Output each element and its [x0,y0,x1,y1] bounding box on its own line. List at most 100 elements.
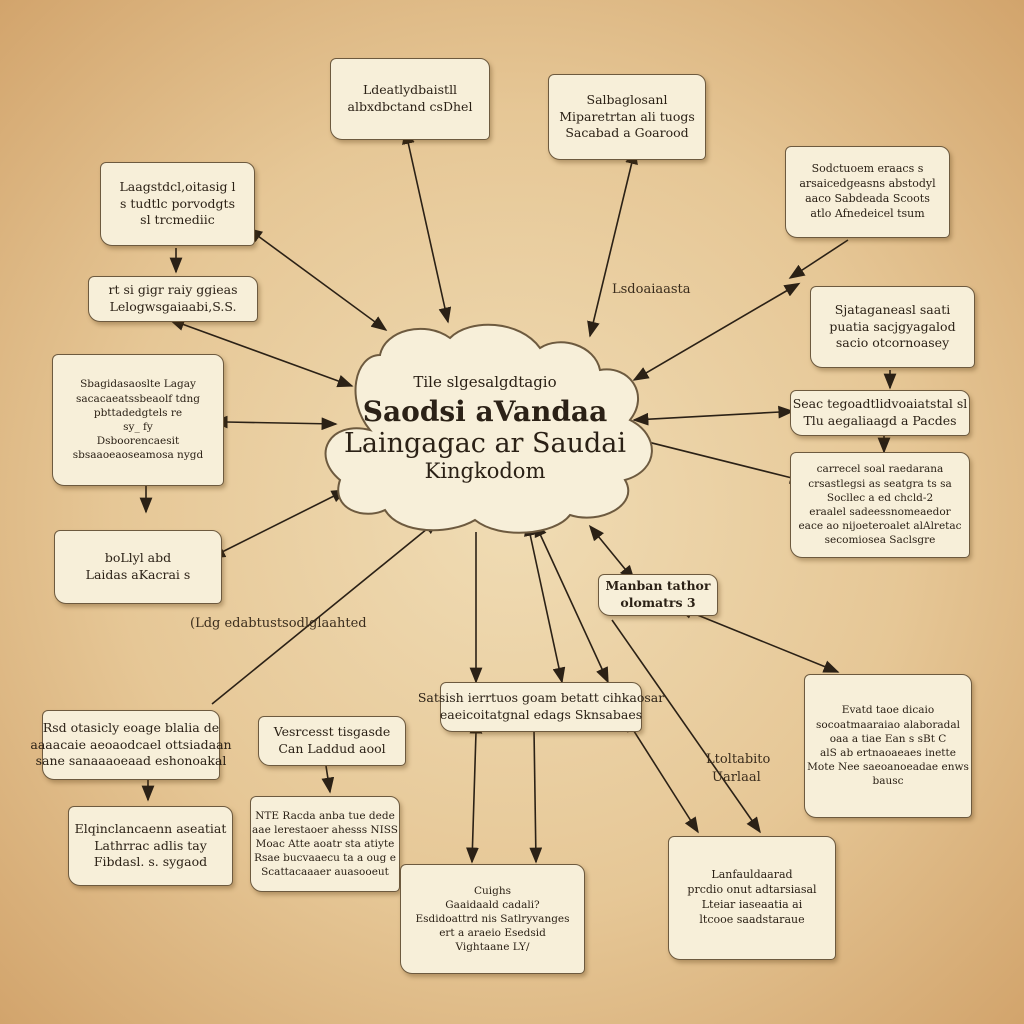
node-text-line: Vesrcesst tisgasde [273,724,391,740]
node-text-line: Sodctuoem eraacs s [811,162,924,176]
central-topic: Tile slgesalgdtagio Saodsi aVandaa Laing… [320,328,650,528]
node-text-line: eaeicoitatgnal edags Sknsabaes [439,707,643,722]
node-text-line: Rsd otasicly eoage blalia de [42,719,220,735]
node-text-line: Scattacaaaer auasooeut [261,866,389,879]
central-title-line-1: Saodsi aVandaa [362,395,608,428]
node-text-line: atlo Afnedeicel tsum [810,206,925,220]
node-text-line: rt si gigr raiy ggieas [108,282,238,298]
connector-arrow [788,239,849,279]
node-text-line: Ldeatlydbaistll [362,82,458,98]
node-text-line: Moac Atte aoatr sta atiyte [255,837,395,850]
connector-arrow [527,715,543,864]
node-text-line: Gaaidaald cadali? [445,898,540,911]
node-text-line: oaa a tiae Ean s sBt C [829,732,947,745]
node-text-line: ert a araeio Esedsid [439,927,546,940]
connector-arrow [209,489,348,559]
node-text-line: crsastlegsi as seatgra ts sa [808,477,952,490]
node-text-line: bausc [872,775,904,788]
floating-label: Ltoltabito [706,752,771,767]
central-cloud [324,323,653,534]
connector-arrow [676,606,840,673]
node-text-line: Evatd taoe dicaio [841,704,935,717]
node-text-line: Mote Nee saeoanoeadae enws [807,761,969,774]
node-text-line: Satsish ierrtuos goam betatt cihkaosar [417,690,665,706]
node-text-line: aaco Sabdeada Scoots [805,192,930,205]
node-text-line: Sacabad a Goarood [565,125,689,141]
connector-arrow [321,765,335,794]
floating-label: Lsdoaiaasta [612,282,691,297]
connector-arrow [587,148,638,338]
connector-arrow [466,717,483,864]
node-text-line: Lteiar iaseaatia ai [701,898,803,911]
connector-arrow [632,405,795,426]
node-text-line: Laagstdcl,oitasig l [119,178,236,194]
node-text-line: Elqinclancaenn aseatiat [74,820,227,836]
node-text-line: Tlu aegaliaagd a Pacdes [803,413,957,428]
node-text-line: Miparetrtan ali tuogs [559,108,695,124]
node-text-line: Fibdasl. s. sygaod [93,854,208,870]
connector-arrow [632,282,801,381]
node-text-line: aaaacaie aeoaodcael ottsiadaan [30,736,232,752]
node-text-line: puatia sacjgyagalod [829,318,956,334]
node-text-line: Esdidoattrd nis Satlryvanges [415,912,570,925]
node-text-line: secomiosea Saclsgre [824,534,936,547]
node-text-line: sacio otcornoasey [835,335,950,351]
node-text-line: socoatmaaraiao alaboradal [816,718,960,731]
node-text-line: sbsaaoeaoseamosa nygd [72,449,204,462]
node-text-line: Sjataganeasl saati [834,301,951,317]
node-text-line: carrecel soal raedarana [816,463,944,476]
node-text-line: Lathrrac adlis tay [94,837,207,853]
node-text-line: sl trcmediic [140,212,215,228]
central-title-line-2: Laingagac ar Saudai [343,428,627,459]
floating-label: (Ldg edabtustsodlglaahted [190,616,367,631]
floating-label: Uarlaal [712,770,761,785]
node-text-line: s tudtlc porvodgts [120,195,235,211]
node-text-line: olomatrs 3 [620,595,696,610]
central-subtitle: Tile slgesalgdtagio [413,373,557,391]
node-text-line: Lanfauldaarad [711,868,793,882]
node-text-line: pbttadedgtels re [93,406,183,419]
node-text-line: Cuighs [473,884,512,897]
node-text-line: arsaicedgeasns abstodyl [799,177,936,191]
node-text-line: Sbagidasaoslte Lagay [80,378,196,391]
node-text-line: Manban tathor [605,578,711,594]
node-text-line: sane sanaaaoeaad eshonoakal [35,753,227,769]
node-text-line: eace ao nijoeteroalet alAlretac [798,520,962,533]
node-text-line: Laidas aKacrai s [85,567,191,582]
edges [139,127,897,864]
node-text-line: Socllec a ed chcld-2 [826,491,934,504]
node-text-line: Rsae bucvaaecu ta a oug e [254,852,396,865]
connector-arrow [533,520,609,684]
node-text-line: prcdio onut adtarsiasal [687,883,817,897]
connector-arrow [402,127,452,324]
node-text-line: sacacaeatssbeaolf tdng [76,392,200,405]
node-text-line: boLlyl abd [104,550,172,566]
connector-arrow [611,619,761,834]
node-text-line: ltcooe saadstaraue [699,912,805,926]
node-text-line: Seac tegoadtlidvoaiatstal sl [792,396,968,412]
node-text-line: sy_ fy [123,421,153,433]
node-text-line: alS ab ertnaoaeaes inette [820,747,956,759]
central-title-line-3: Kingkodom [424,459,546,483]
node-text-line: NTE Racda anba tue dede [255,809,395,822]
connector-arrow [168,318,354,388]
node-text-line: Vightaane LY/ [455,941,530,954]
connector-arrow [246,227,388,331]
connector-arrow [524,519,566,684]
connector-arrow [630,435,806,484]
